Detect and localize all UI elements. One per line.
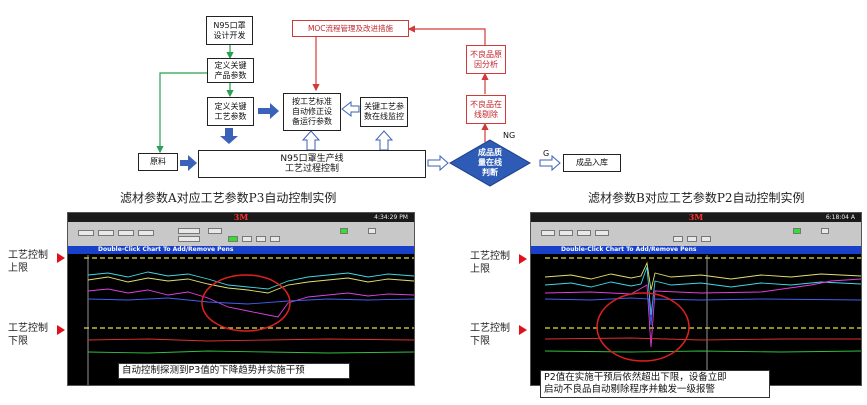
- left-clock: 4:34:29 PM: [374, 214, 408, 221]
- moc-box: MOC流程管理及改进措施: [292, 20, 409, 37]
- product-to-raw-arrow: [156, 72, 207, 154]
- right-trend-green: [544, 350, 861, 353]
- left-trend-plot: [84, 255, 414, 385]
- right-annotation: P2值在实施干预后依然超出下限，设备立即 启动不良品自动剔除程序并触发一级报警: [540, 370, 770, 398]
- right-scroll-button[interactable]: [577, 230, 591, 236]
- right-trend-plot: [544, 255, 861, 385]
- right-range-button[interactable]: [701, 236, 711, 242]
- right-scroll-button[interactable]: [559, 230, 573, 236]
- right-upper-limit-label: 工艺控制 上限: [470, 251, 510, 275]
- define-product-params-box: 定义关键 产品参数: [207, 58, 254, 83]
- right-lower-limit-marker: [519, 325, 527, 335]
- g-label: G: [543, 149, 550, 158]
- monitor-to-auto-arrow: [341, 100, 360, 118]
- left-range-active-button[interactable]: [228, 236, 238, 242]
- left-trend-cyan: [87, 271, 414, 290]
- auto-adjust-box: 按工艺标准 自动修正设 备运行参数: [283, 93, 341, 131]
- left-apply-button[interactable]: [178, 228, 200, 234]
- right-trend-screen: 3M 6:18:04 A Double-Click Chart To Add/R…: [530, 212, 862, 386]
- left-trend-green: [87, 350, 414, 354]
- right-trend-red: [544, 337, 861, 341]
- line-to-auto-arrow: [301, 130, 321, 151]
- line-to-judge-arrow: [427, 154, 449, 172]
- process-to-auto-arrow: [258, 103, 279, 119]
- left-scroll-button[interactable]: [118, 230, 134, 236]
- left-autoupdate-button[interactable]: [340, 228, 348, 234]
- cause-to-moc-arrow: [407, 25, 486, 45]
- left-scroll-button[interactable]: [98, 230, 114, 236]
- warehouse-box: 成品入库: [563, 154, 621, 172]
- left-trend-magenta: [87, 288, 414, 318]
- left-lower-limit-marker: [57, 325, 65, 335]
- left-chart-hint-bar: Double-Click Chart To Add/Remove Pens: [68, 246, 414, 254]
- left-range-button[interactable]: [256, 236, 266, 242]
- right-upper-limit-marker: [519, 254, 527, 264]
- design-box: N95口罩 设计开发: [206, 16, 253, 45]
- right-trend-blue: [544, 297, 861, 326]
- right-range-button[interactable]: [673, 236, 683, 242]
- left-range-button[interactable]: [242, 236, 252, 242]
- process-to-line-arrow: [220, 128, 238, 144]
- left-trend-screen: 3M 4:34:29 PM Double-Click Chart To Add/…: [67, 212, 415, 386]
- production-line-box: N95口罩生产线 工艺过程控制: [198, 150, 426, 178]
- right-trend-yellow: [544, 261, 861, 291]
- left-range-button[interactable]: [270, 236, 280, 242]
- right-titlebar: [531, 213, 861, 222]
- right-chart-hint-bar: Double-Click Chart To Add/Remove Pens: [531, 246, 861, 254]
- online-monitor-box: 关键工艺参 数在线监控: [360, 97, 408, 127]
- right-control-panel: [531, 222, 861, 246]
- left-lower-limit-label: 工艺控制 下限: [8, 323, 48, 347]
- left-apply-button[interactable]: [178, 236, 200, 242]
- right-chart-caption: 滤材参数B对应工艺参数P2自动控制实例: [588, 191, 805, 205]
- left-titlebar: [68, 213, 414, 222]
- raw-material-box: 原料: [138, 153, 178, 171]
- left-autoupdate-button[interactable]: [368, 228, 376, 234]
- left-chart-caption: 滤材参数A对应工艺参数P3自动控制实例: [120, 191, 337, 205]
- root-cause-box: 不良品原 因分析: [466, 45, 506, 74]
- right-autoupdate-button[interactable]: [793, 228, 801, 234]
- flow-connectors: [156, 25, 561, 187]
- right-range-button[interactable]: [687, 236, 697, 242]
- left-range-button[interactable]: [208, 228, 222, 234]
- left-brand-logo: 3M: [233, 212, 249, 222]
- left-annotation: 自动控制探测到P3值的下降趋势并实施干预: [118, 363, 350, 379]
- right-scroll-button[interactable]: [541, 230, 555, 236]
- left-trend-red: [87, 338, 414, 342]
- left-upper-limit-marker: [57, 253, 65, 263]
- define-process-params-box: 定义关键 工艺参数: [207, 97, 254, 126]
- left-trend-yellow: [87, 276, 414, 294]
- right-trend-cyan: [544, 266, 861, 316]
- raw-to-line-arrow: [180, 155, 197, 171]
- right-lower-limit-label: 工艺控制 下限: [470, 323, 510, 347]
- line-to-monitor-arrow: [374, 130, 394, 151]
- right-highlight-circle: [596, 292, 690, 362]
- right-brand-logo: 3M: [688, 212, 704, 222]
- left-highlight-circle: [201, 274, 291, 332]
- left-control-panel: [68, 222, 414, 246]
- quality-judge-diamond: [448, 139, 532, 187]
- right-autoupdate-button[interactable]: [821, 228, 829, 234]
- quality-judge-label: 成品质 量在线 判断: [478, 148, 502, 177]
- left-scroll-button[interactable]: [138, 230, 154, 236]
- left-upper-limit-label: 工艺控制 上限: [8, 250, 48, 274]
- left-trend-blue: [87, 297, 414, 305]
- reject-box: 不良品在 线剔除: [466, 95, 506, 124]
- right-clock: 6:18:04 A: [825, 214, 855, 221]
- left-scroll-button[interactable]: [78, 230, 94, 236]
- right-trend-magenta: [544, 278, 861, 348]
- judge-to-warehouse-arrow: [539, 154, 561, 172]
- right-scroll-button[interactable]: [595, 230, 609, 236]
- ng-label: NG: [503, 131, 516, 140]
